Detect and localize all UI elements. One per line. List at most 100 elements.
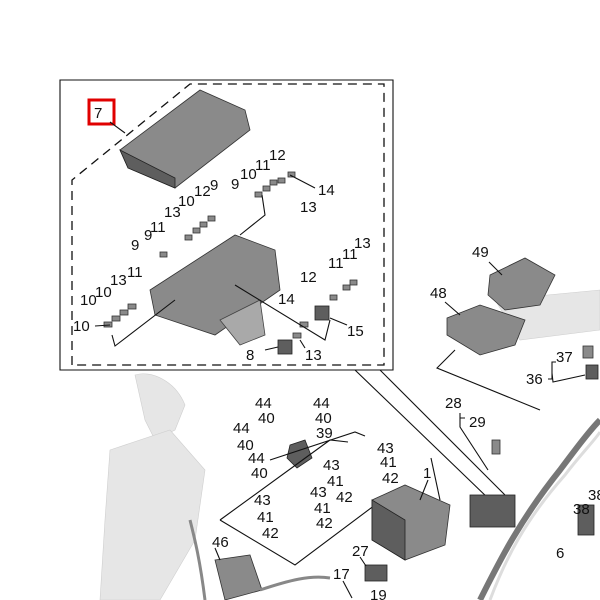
battery-side bbox=[371, 499, 406, 561]
callout-42: 42 bbox=[262, 525, 279, 542]
callout-41: 41 bbox=[257, 509, 274, 526]
callout-9: 9 bbox=[231, 176, 239, 193]
leader-48 bbox=[444, 301, 461, 316]
callout-41: 41 bbox=[380, 454, 397, 471]
fuse bbox=[159, 251, 168, 258]
module-46 bbox=[214, 554, 263, 600]
fuse bbox=[199, 221, 208, 228]
callout-39: 39 bbox=[316, 425, 333, 442]
fuse bbox=[262, 185, 271, 192]
leader-15 bbox=[329, 317, 348, 326]
leader-28 bbox=[459, 413, 489, 471]
ghost-frame bbox=[99, 429, 206, 600]
callout-42: 42 bbox=[382, 470, 399, 487]
relay-15 bbox=[314, 305, 330, 321]
callout-44: 44 bbox=[313, 395, 330, 412]
detail-frame bbox=[59, 79, 394, 371]
callout-36: 36 bbox=[526, 371, 543, 388]
callout-40: 40 bbox=[251, 465, 268, 482]
callout-42: 42 bbox=[336, 489, 353, 506]
callout-43: 43 bbox=[310, 484, 327, 501]
callout-41: 41 bbox=[314, 500, 331, 517]
fuse bbox=[329, 294, 338, 301]
bracket-hardware-group: 44 40 44 40 44 40 44 40 39 43 43 41 42 4… bbox=[219, 395, 399, 566]
callout-29: 29 bbox=[469, 414, 486, 431]
ecu-group: 49 48 bbox=[430, 244, 556, 411]
bracket-39 bbox=[286, 439, 313, 469]
wire-loom-left bbox=[188, 519, 207, 600]
harness-fuse-box bbox=[469, 494, 516, 528]
callout-7-highlight bbox=[87, 98, 116, 126]
callout-38b: 38 bbox=[588, 487, 600, 504]
callout-11: 11 bbox=[255, 157, 271, 174]
callout-13: 13 bbox=[300, 199, 317, 216]
callout-10: 10 bbox=[80, 292, 97, 309]
callout-6: 6 bbox=[556, 545, 564, 562]
callout-38: 38 bbox=[573, 501, 590, 518]
callout-11: 11 bbox=[150, 219, 166, 236]
callout-44: 44 bbox=[248, 450, 265, 467]
callout-43: 43 bbox=[323, 457, 340, 474]
callout-8: 8 bbox=[246, 347, 254, 364]
leader-14 bbox=[289, 174, 316, 189]
callout-10: 10 bbox=[178, 193, 195, 210]
ghost-fender bbox=[134, 373, 186, 441]
detail-leader-1 bbox=[354, 369, 491, 501]
leader-17 bbox=[342, 580, 353, 599]
fuse bbox=[269, 179, 278, 186]
callout-14: 14 bbox=[278, 291, 295, 308]
callout-46: 46 bbox=[212, 534, 229, 551]
fuse bbox=[342, 284, 351, 291]
fuse bbox=[254, 191, 263, 198]
callout-41: 41 bbox=[327, 473, 344, 490]
callout-37: 37 bbox=[556, 349, 573, 366]
callout-13: 13 bbox=[164, 204, 181, 221]
callout-43: 43 bbox=[254, 492, 271, 509]
callout-13: 13 bbox=[354, 235, 371, 252]
callout-12: 12 bbox=[300, 269, 317, 286]
fuse bbox=[287, 171, 296, 178]
fuse-labels: 9 10 11 12 13 14 11 13 10 12 9 9 9 10 10… bbox=[73, 147, 371, 364]
leader-bracket-left bbox=[111, 299, 176, 347]
wire-cable bbox=[259, 575, 331, 592]
callout-10: 10 bbox=[240, 166, 257, 183]
callout-12: 12 bbox=[194, 183, 211, 200]
callout-40: 40 bbox=[315, 410, 332, 427]
fuse bbox=[292, 332, 302, 339]
callout-9: 9 bbox=[210, 177, 218, 194]
callout-9: 9 bbox=[144, 227, 152, 244]
callout-11: 11 bbox=[127, 264, 143, 281]
leader-1 bbox=[419, 457, 441, 501]
relay-36 bbox=[585, 364, 599, 380]
callout-7: 7 bbox=[94, 105, 102, 122]
fuse bbox=[277, 177, 286, 184]
battery: 1 bbox=[371, 457, 451, 561]
fuse bbox=[207, 215, 216, 222]
callout-44: 44 bbox=[255, 395, 272, 412]
callout-13: 13 bbox=[110, 272, 127, 289]
fuse bbox=[349, 279, 358, 286]
callout-12: 12 bbox=[269, 147, 286, 164]
leader-bracket-top bbox=[239, 194, 266, 236]
leader-49 bbox=[488, 261, 503, 276]
leader-battery-bracket bbox=[219, 489, 396, 566]
fuse bbox=[127, 303, 137, 310]
fuse bbox=[111, 315, 121, 322]
fuse bbox=[192, 227, 201, 234]
fuse bbox=[299, 321, 309, 328]
callout-10: 10 bbox=[95, 284, 112, 301]
callout-9: 9 bbox=[131, 237, 139, 254]
leader-7 bbox=[109, 121, 126, 134]
callout-27: 27 bbox=[352, 543, 369, 560]
leader-bracket-hardware bbox=[219, 431, 366, 521]
fuse-leaders bbox=[94, 174, 348, 351]
detail-leader-2 bbox=[379, 369, 506, 496]
lower-components: 46 27 17 19 bbox=[188, 519, 388, 600]
callout-15: 15 bbox=[347, 323, 364, 340]
callout-17: 17 bbox=[333, 566, 350, 583]
fuse-box-duct bbox=[219, 299, 266, 346]
fuse bbox=[184, 234, 193, 241]
relay-set: 37 36 bbox=[526, 345, 599, 388]
relay-37 bbox=[582, 345, 594, 359]
leader-27 bbox=[359, 556, 367, 567]
